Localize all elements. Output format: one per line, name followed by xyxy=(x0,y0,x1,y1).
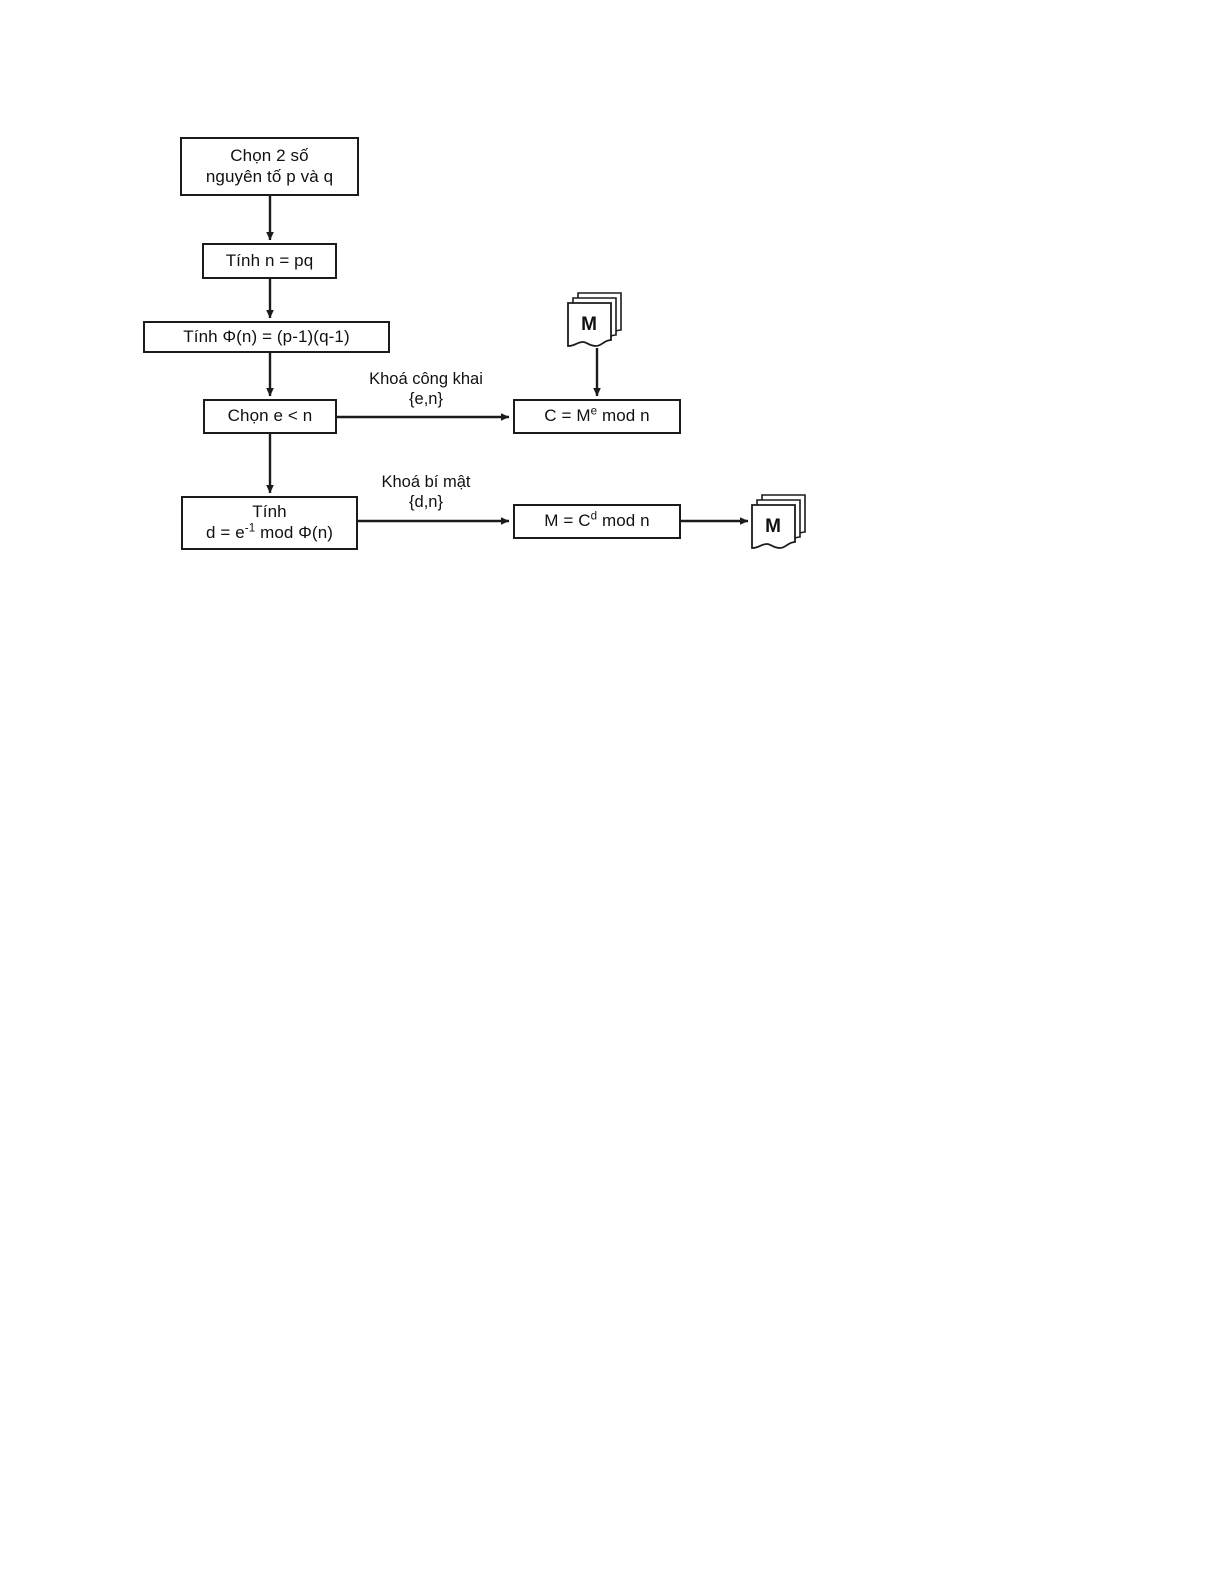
node-decrypt-pre: M = C xyxy=(544,511,591,531)
node-encrypt-pre: C = M xyxy=(544,406,591,426)
node-decrypt-exponent: d xyxy=(590,510,598,523)
node-compute-n-label: Tính n = pq xyxy=(225,250,314,270)
node-compute-d-expr-pre: d = e xyxy=(205,523,245,542)
node-encrypt-label: C = Me mod n xyxy=(544,406,649,427)
edge-label-private-key: Khoá bí mật {d,n} xyxy=(355,472,497,512)
node-compute-d-line1: Tính xyxy=(252,502,287,522)
document-stack-icon-plaintext-in[interactable]: M xyxy=(562,290,626,352)
edge-label-public-key-line2: {e,n} xyxy=(409,390,443,409)
edge-label-public-key-line1: Khoá công khai xyxy=(369,370,483,388)
node-decrypt[interactable]: M = Cd mod n xyxy=(513,504,681,539)
document-stack-label-plaintext-in: M xyxy=(581,314,597,335)
node-compute-d-exponent: -1 xyxy=(244,522,256,535)
node-decrypt-label: M = Cd mod n xyxy=(544,511,649,532)
node-compute-phi[interactable]: Tính Φ(n) = (p-1)(q-1) xyxy=(143,321,390,353)
node-compute-d-line2: d = e-1 mod Φ(n) xyxy=(206,523,333,544)
document-sheet-front xyxy=(567,302,612,347)
node-choose-primes[interactable]: Chọn 2 số nguyên tố p và q xyxy=(180,137,359,196)
node-encrypt-exponent: e xyxy=(590,405,598,418)
node-compute-phi-label: Tính Φ(n) = (p-1)(q-1) xyxy=(183,326,350,346)
node-compute-d[interactable]: Tính d = e-1 mod Φ(n) xyxy=(181,496,358,550)
node-compute-d-expr-post: mod Φ(n) xyxy=(255,523,334,542)
edge-label-private-key-line1: Khoá bí mật xyxy=(381,473,471,491)
node-compute-n[interactable]: Tính n = pq xyxy=(202,243,337,279)
node-choose-e[interactable]: Chọn e < n xyxy=(203,399,337,434)
node-choose-primes-line1: Chọn 2 số xyxy=(230,145,309,165)
node-encrypt[interactable]: C = Me mod n xyxy=(513,399,681,434)
node-decrypt-post: mod n xyxy=(597,511,650,531)
document-stack-icon-plaintext-out[interactable]: M xyxy=(746,492,810,554)
edge-label-public-key: Khoá công khai {e,n} xyxy=(340,369,512,409)
node-choose-primes-line2: nguyên tố p và q xyxy=(205,166,334,186)
document-sheet-front xyxy=(751,504,796,549)
node-choose-e-label: Chọn e < n xyxy=(227,406,313,426)
edge-label-private-key-line2: {d,n} xyxy=(409,493,443,512)
node-encrypt-post: mod n xyxy=(597,406,650,426)
document-stack-label-plaintext-out: M xyxy=(765,516,781,537)
